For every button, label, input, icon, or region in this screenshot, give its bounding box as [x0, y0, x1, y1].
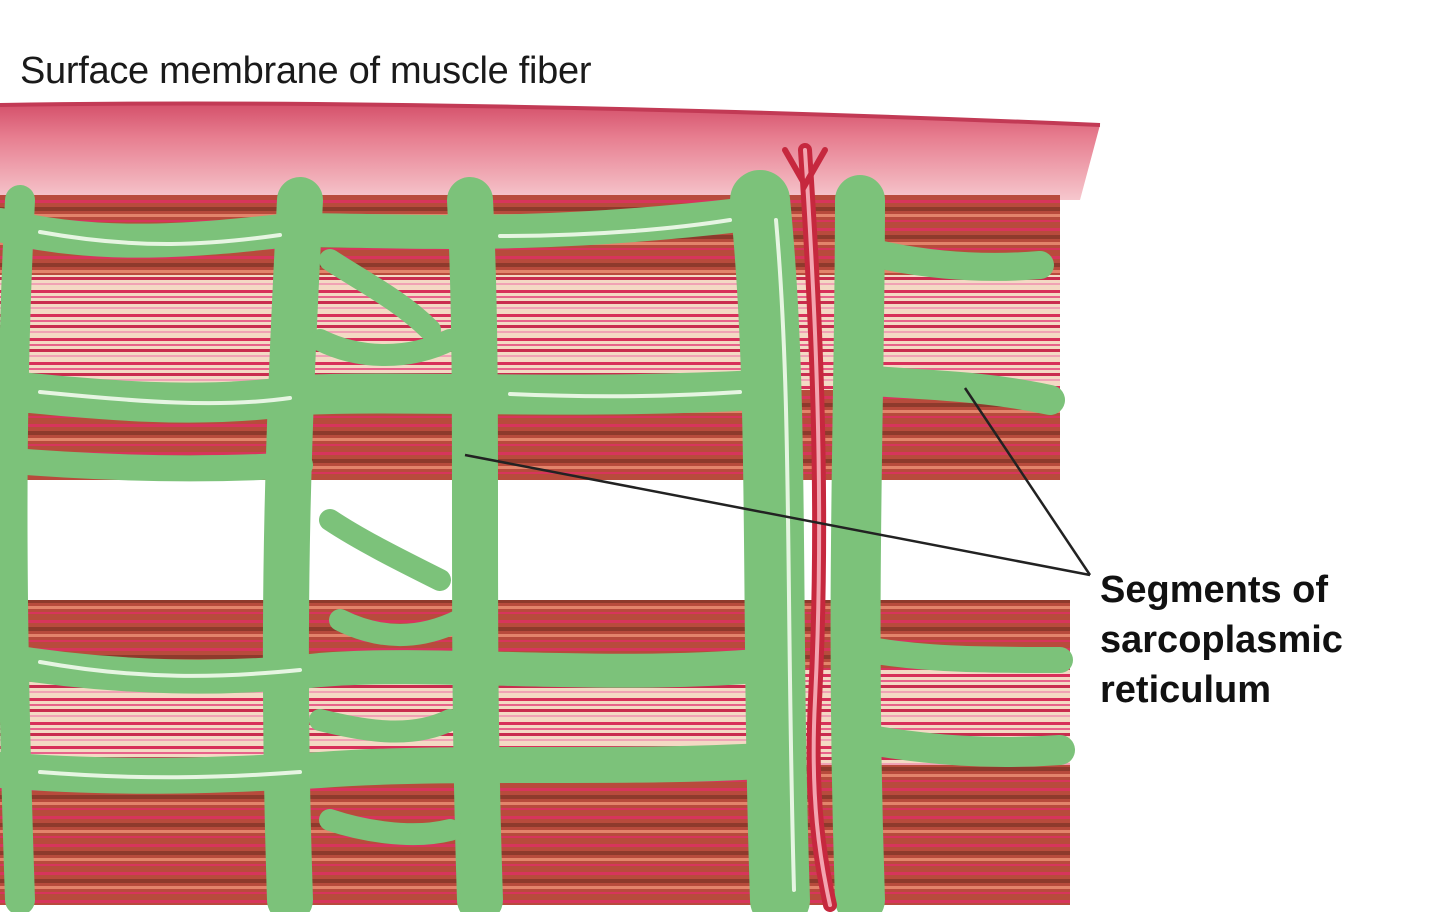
leader-lines [464, 387, 1092, 577]
label-line: sarcoplasmic [1100, 619, 1343, 661]
label-line: Segments of [1100, 569, 1329, 611]
reticulum-highlights [38, 218, 796, 892]
surface-membrane-edge [0, 101, 1101, 127]
transverse-tubule [782, 143, 837, 912]
leader-line-2 [963, 387, 1092, 576]
sarcoplasmic-reticulum-label: Segments of sarcoplasmic reticulum [1100, 565, 1343, 715]
label-line: reticulum [1100, 669, 1272, 711]
surface-membrane-label: Surface membrane of muscle fiber [20, 50, 592, 92]
leader-line-1 [464, 453, 1091, 577]
myofibrils [0, 195, 1070, 905]
surface-membrane [0, 103, 1100, 200]
